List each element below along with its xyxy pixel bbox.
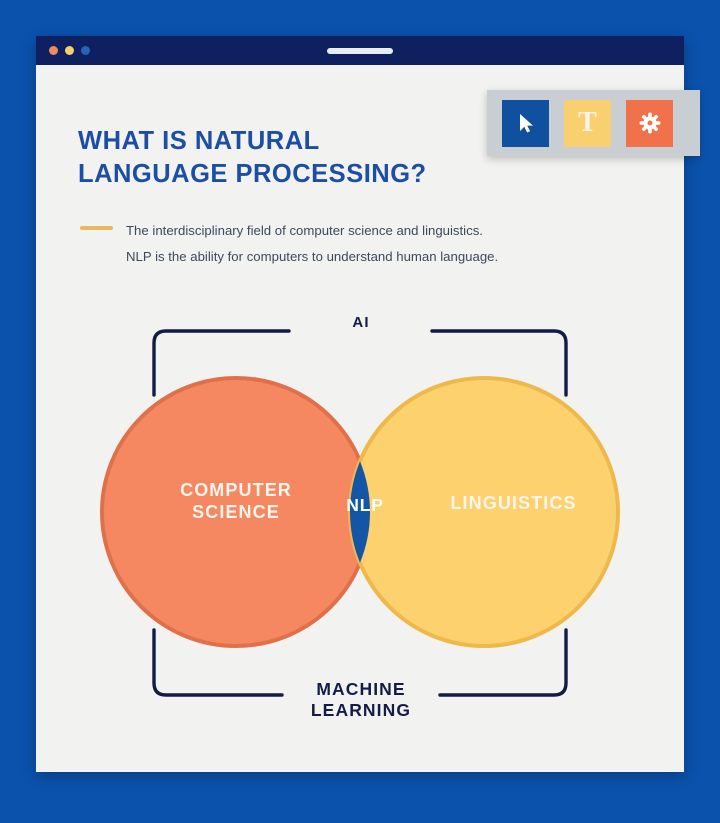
venn-label-nlp: NLP bbox=[346, 495, 384, 515]
page-title-line2: LANGUAGE PROCESSING? bbox=[78, 160, 427, 189]
gear-icon bbox=[639, 112, 660, 134]
window-controls bbox=[49, 46, 90, 55]
text-tool-button[interactable]: T bbox=[564, 99, 611, 147]
floating-toolbar: T bbox=[487, 90, 700, 156]
bracket-top-right bbox=[430, 329, 568, 397]
bracket-bottom-right bbox=[438, 628, 568, 697]
maximize-dot-icon[interactable] bbox=[81, 46, 90, 55]
select-tool-button[interactable] bbox=[502, 99, 549, 147]
bracket-top-left bbox=[152, 329, 291, 397]
page-title: WHAT IS NATURAL LANGUAGE PROCESSING? bbox=[78, 125, 427, 191]
window-titlebar bbox=[36, 36, 684, 65]
minimize-dot-icon[interactable] bbox=[65, 46, 74, 55]
bracket-bottom-left bbox=[152, 628, 284, 697]
subtitle-block: The interdisciplinary field of computer … bbox=[80, 218, 498, 269]
page-title-line1: WHAT IS NATURAL bbox=[78, 127, 320, 155]
page-content: WHAT IS NATURAL LANGUAGE PROCESSING? The… bbox=[36, 65, 684, 772]
legend-dash-icon bbox=[80, 226, 113, 230]
close-dot-icon[interactable] bbox=[49, 46, 58, 55]
bracket-label-machine-learning: MACHINE LEARNING bbox=[310, 679, 412, 721]
bracket-label-ai: AI bbox=[352, 314, 370, 331]
venn-label-linguistics: LINGUISTICS bbox=[450, 493, 577, 513]
subtitle-text: The interdisciplinary field of computer … bbox=[126, 218, 498, 269]
cursor-arrow-icon bbox=[519, 114, 533, 133]
text-t-icon: T bbox=[578, 107, 597, 138]
settings-tool-button[interactable] bbox=[626, 99, 673, 147]
address-bar[interactable] bbox=[327, 48, 393, 54]
subtitle-line1: The interdisciplinary field of computer … bbox=[126, 223, 483, 238]
subtitle-line2: NLP is the ability for computers to unde… bbox=[126, 248, 499, 264]
venn-label-computer-science: COMPUTER SCIENCE bbox=[180, 480, 292, 522]
